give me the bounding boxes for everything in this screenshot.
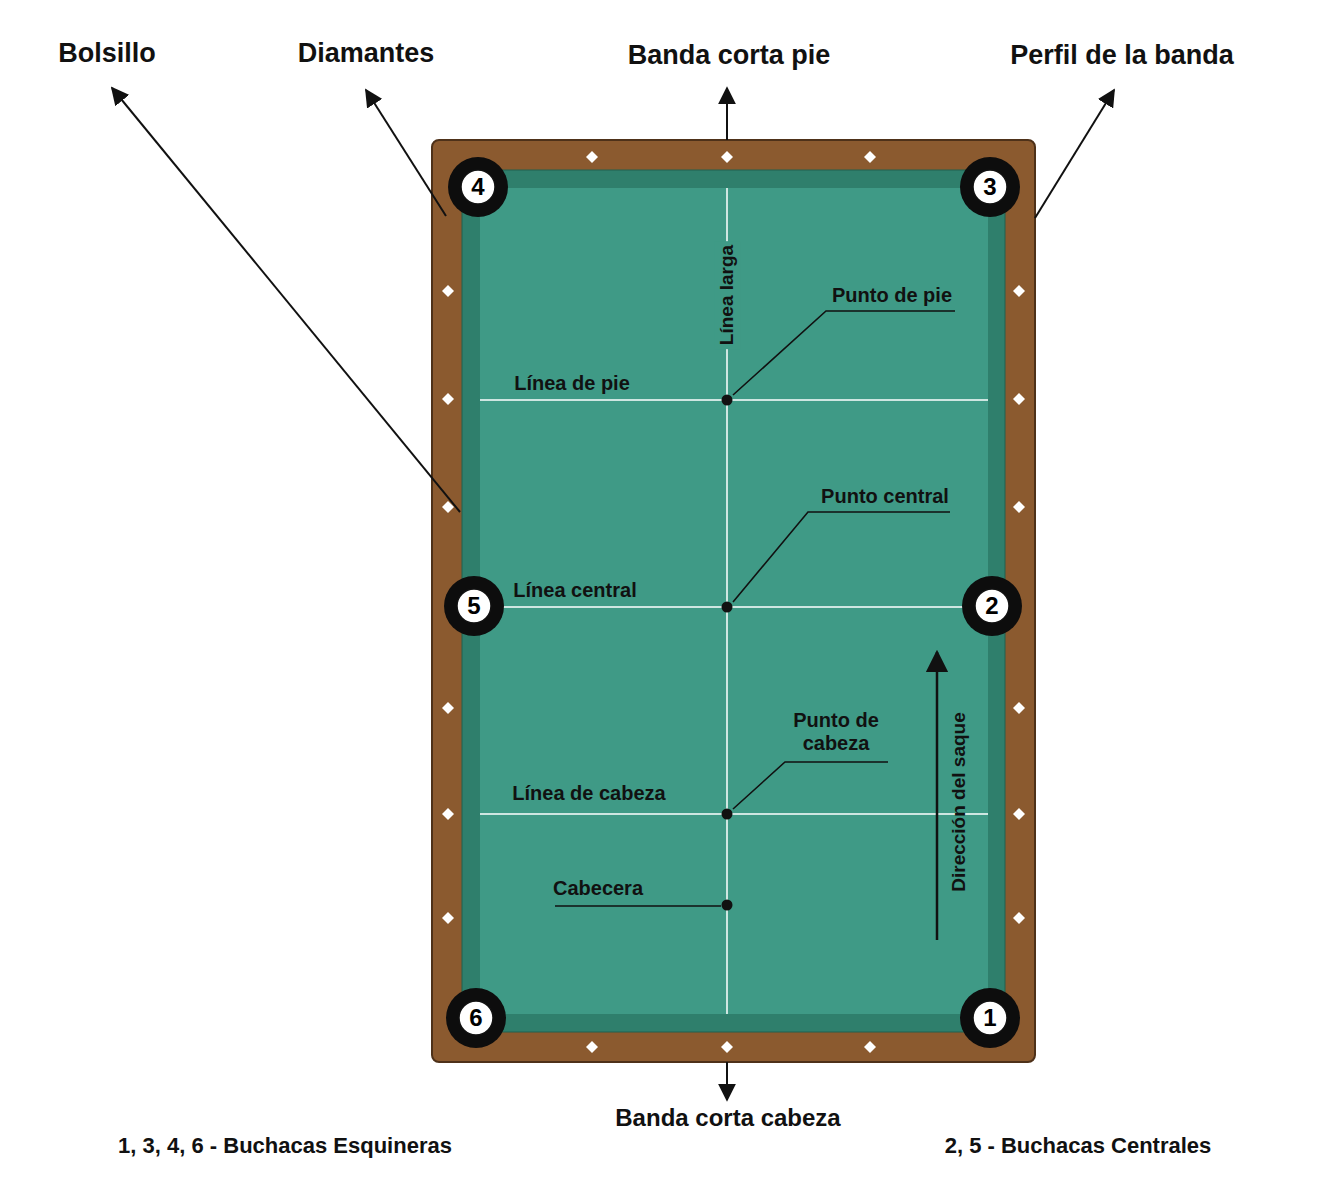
pocket-number: 5 xyxy=(467,594,480,618)
part-label: Punto de pie xyxy=(832,284,952,307)
pocket-number: 1 xyxy=(983,1006,996,1030)
diamond-marker xyxy=(442,285,454,297)
pocket-number: 3 xyxy=(983,175,996,199)
pocket-number: 6 xyxy=(469,1006,482,1030)
part-label: Línea de cabeza xyxy=(512,782,665,805)
part-label: Perfil de la banda xyxy=(1010,40,1234,71)
diamond-marker xyxy=(721,1041,733,1053)
spots xyxy=(722,395,733,911)
diamond-marker xyxy=(442,702,454,714)
diamond-marker xyxy=(1013,702,1025,714)
part-label: Punto de cabeza xyxy=(786,709,886,755)
part-label: Diamantes xyxy=(298,38,435,69)
pocket: 5 xyxy=(444,576,504,636)
diamond-marker xyxy=(442,912,454,924)
diamond-marker xyxy=(864,1041,876,1053)
pocket: 4 xyxy=(448,157,508,217)
table-rail xyxy=(432,140,1035,1062)
part-label: 1, 3, 4, 6 - Buchacas Esquineras xyxy=(118,1133,452,1158)
part-label: Bolsillo xyxy=(58,38,156,69)
diamond-marker xyxy=(586,1041,598,1053)
pointer-arrows xyxy=(112,88,1114,1100)
part-label: Banda corta cabeza xyxy=(615,1104,840,1132)
part-label: Punto central xyxy=(821,485,949,508)
part-label: Cabecera xyxy=(553,877,643,900)
diamond-marker xyxy=(864,151,876,163)
diamonds xyxy=(442,151,1025,1053)
part-label: Línea larga xyxy=(714,241,740,349)
pocket: 3 xyxy=(960,157,1020,217)
part-label: Dirección del saque xyxy=(948,712,970,892)
diamond-marker xyxy=(721,151,733,163)
cloth xyxy=(480,188,988,1014)
part-label: Línea de pie xyxy=(514,372,630,395)
pocket: 1 xyxy=(960,988,1020,1048)
part-label: 2, 5 - Buchacas Centrales xyxy=(945,1133,1212,1158)
pocket: 6 xyxy=(446,988,506,1048)
pocket-number: 4 xyxy=(471,175,484,199)
diamond-marker xyxy=(442,393,454,405)
part-label: Banda corta pie xyxy=(628,40,831,71)
diamond-marker xyxy=(1013,393,1025,405)
pocket: 2 xyxy=(962,576,1022,636)
cushion xyxy=(462,170,1005,1032)
diamond-marker xyxy=(1013,808,1025,820)
diamond-marker xyxy=(442,808,454,820)
pocket-number: 2 xyxy=(985,594,998,618)
diamond-marker xyxy=(1013,285,1025,297)
diamond-marker xyxy=(1013,912,1025,924)
leader-lines xyxy=(555,311,955,906)
diamond-marker xyxy=(586,151,598,163)
table-lines xyxy=(480,188,988,1014)
part-label: Línea central xyxy=(513,579,636,602)
diamond-marker xyxy=(1013,501,1025,513)
